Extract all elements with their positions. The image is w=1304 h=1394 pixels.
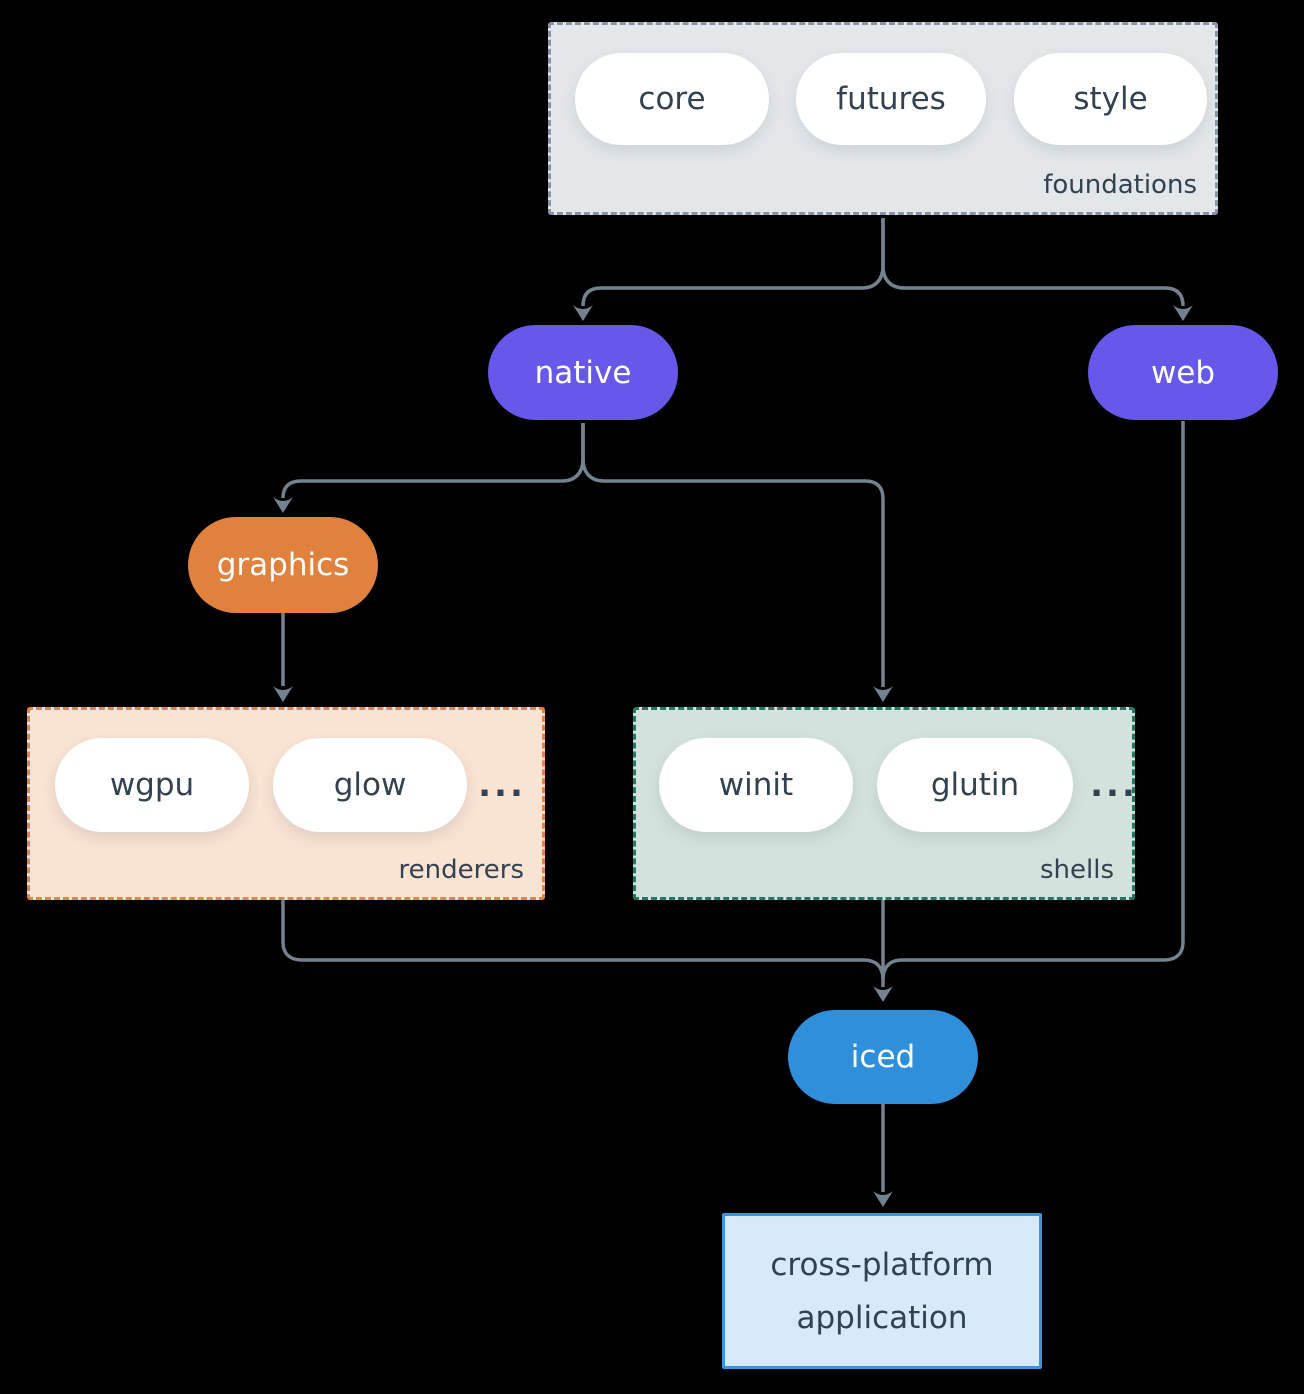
group-foundations: core futures style foundations <box>548 22 1218 215</box>
node-core-label: core <box>638 81 706 117</box>
group-shells: winit glutin ... shells <box>633 707 1135 900</box>
arrowhead-graphics <box>273 497 293 513</box>
node-glow-label: glow <box>333 767 407 803</box>
node-style: style <box>1014 53 1207 145</box>
renderers-ellipsis: ... <box>478 765 526 805</box>
arrowhead-native <box>573 305 593 321</box>
node-graphics: graphics <box>188 517 378 613</box>
group-renderers: wgpu glow ... renderers <box>27 707 545 900</box>
node-glutin-label: glutin <box>930 767 1020 803</box>
node-futures: futures <box>796 53 986 145</box>
edge-native-graphics <box>281 423 585 499</box>
node-web: web <box>1088 325 1278 420</box>
node-iced: iced <box>788 1010 978 1104</box>
node-native-label: native <box>534 354 632 391</box>
arrowhead-shells <box>873 686 893 702</box>
group-shells-label: shells <box>1039 855 1114 885</box>
node-web-label: web <box>1150 354 1216 391</box>
node-style-label: style <box>1073 81 1148 117</box>
node-futures-label: futures <box>836 81 946 117</box>
node-glutin: glutin <box>877 738 1073 832</box>
application-label-line2: application <box>796 1299 968 1336</box>
shells-ellipsis: ... <box>1090 765 1138 805</box>
arrowhead-renderers <box>273 686 293 702</box>
application-label-line1: cross-platform <box>770 1246 994 1283</box>
node-native: native <box>488 325 678 420</box>
node-wgpu-label: wgpu <box>109 767 195 803</box>
group-foundations-label: foundations <box>1043 170 1197 200</box>
arrowhead-application <box>873 1191 893 1207</box>
edge-renderers-iced <box>281 900 885 980</box>
node-wgpu: wgpu <box>55 738 249 832</box>
node-winit-label: winit <box>718 767 794 803</box>
node-iced-label: iced <box>850 1039 916 1075</box>
node-graphics-label: graphics <box>216 547 350 583</box>
group-renderers-label: renderers <box>398 855 524 885</box>
node-winit: winit <box>659 738 853 832</box>
node-core: core <box>575 53 769 145</box>
edge-foundations-native <box>581 218 885 307</box>
arrowhead-web <box>1173 305 1193 321</box>
edge-foundations-web <box>881 218 1185 307</box>
edge-native-shells <box>581 423 885 687</box>
node-cross-platform-application: cross-platform application <box>722 1213 1042 1369</box>
arrowhead-iced <box>873 986 893 1002</box>
edge-web-iced <box>881 421 1185 980</box>
node-glow: glow <box>273 738 467 832</box>
